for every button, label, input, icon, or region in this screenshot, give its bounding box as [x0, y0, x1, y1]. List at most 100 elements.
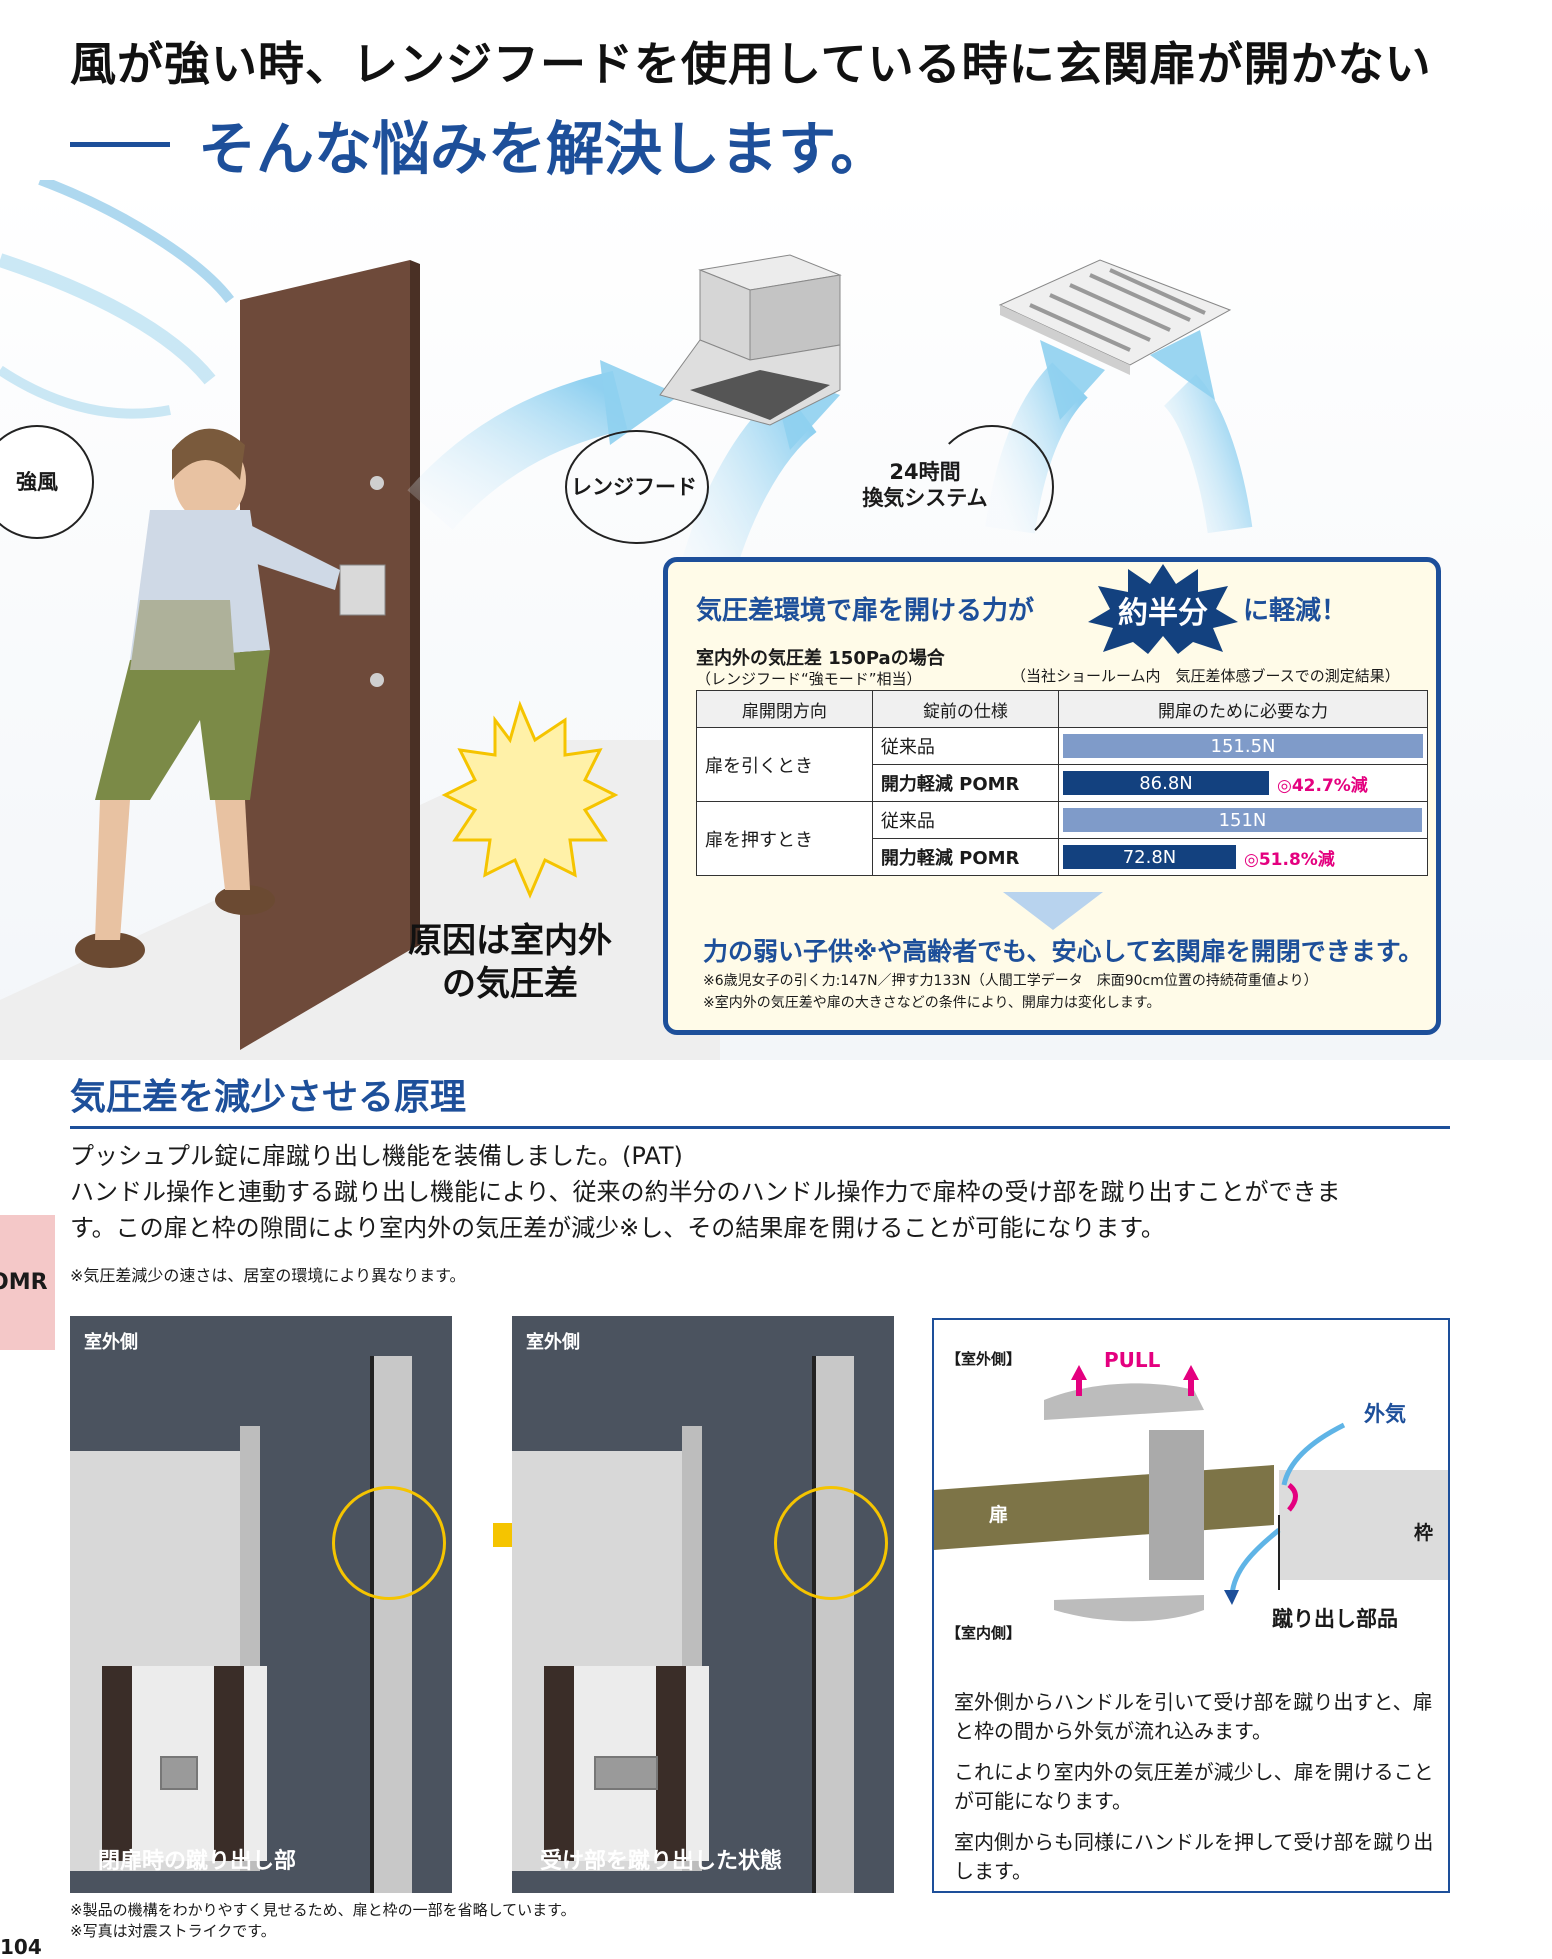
door	[240, 260, 410, 1050]
subheadline: そんな悩みを解決します。	[70, 102, 888, 186]
photo-caption: 受け部を蹴り出した状態	[540, 1849, 783, 1874]
force-bar: 151.5N	[1063, 734, 1423, 758]
kick-part-label: 蹴り出し部品	[1272, 1607, 1398, 1631]
rangehood-bubble: レンジフード	[565, 430, 709, 544]
cause-label: 原因は室内外 の気圧差	[408, 921, 612, 1004]
detail-inset	[102, 1666, 267, 1861]
vent-illustration	[998, 259, 1232, 375]
force-table: 扉開閉方向 錠前の仕様 開扉のために必要な力 扉を引くとき 従来品 151.5N…	[696, 690, 1428, 876]
side-index-tab: OMR	[0, 1215, 55, 1350]
lock-body	[1149, 1430, 1204, 1580]
airflow-icon	[1281, 1422, 1346, 1486]
photo-label: 室外側	[526, 1332, 580, 1353]
photo-label: 室外側	[84, 1332, 138, 1353]
info-note: ※室内外の気圧差や扉の大きさなどの条件により、開扉力は変化します。	[703, 995, 1161, 1011]
door-label: 扉	[989, 1504, 1009, 1526]
down-chevron-icon	[1003, 892, 1103, 930]
force-bar: 72.8N	[1063, 845, 1236, 869]
description-line: 室外側からハンドルを引いて受け部を蹴り出すと、扉と枠の間から外気が流れ込みます。	[954, 1690, 1433, 1743]
photo-kicked: 室外側 受け部を蹴り出した状態	[512, 1316, 894, 1893]
force-cell: 86.8N ◎42.7%減	[1058, 764, 1428, 802]
condition-note: （当社ショールーム内 気圧差体感ブースでの測定結果）	[1011, 667, 1400, 685]
spec-cell: 従来品	[871, 727, 1060, 765]
frame-block	[1279, 1470, 1448, 1580]
mechanism-diagram: 【室外側】 【室内側】 PULL 外気 扉 枠 蹴り出し部品 室外側からハンドル…	[932, 1318, 1450, 1893]
side-tab-label: OMR	[0, 1270, 48, 1295]
table-row: 扉を引くとき 従来品 151.5N	[696, 727, 1428, 802]
force-cell: 72.8N ◎51.8%減	[1058, 838, 1428, 876]
rangehood-illustration	[659, 254, 842, 426]
spec-cell: 従来品	[871, 801, 1060, 839]
outside-air-label: 外気	[1364, 1402, 1406, 1426]
frame-strip	[370, 1356, 412, 1893]
reduction-label: ◎42.7%減	[1277, 775, 1368, 796]
section-body: プッシュプル錠に扉蹴り出し機能を装備しました。(PAT) ハンドル操作と連動する…	[70, 1138, 1460, 1246]
condition-title: 室内外の気圧差 150Paの場合	[696, 648, 945, 669]
inner-handle	[1054, 1595, 1204, 1622]
subheadline-text: そんな悩みを解決します。	[198, 115, 889, 183]
vent-bubble: 24時間換気システム	[850, 425, 1000, 545]
door-handle	[339, 564, 386, 616]
door-cylinder	[370, 476, 384, 490]
condition-subtitle: （レンジフード“強モード”相当）	[696, 670, 922, 688]
wind-swirl	[38, 175, 234, 304]
table-header: 錠前の仕様	[871, 690, 1060, 728]
kick-part	[594, 1756, 658, 1790]
vent-bubble-arc	[930, 425, 1054, 549]
vent-label: 24時間換気システム	[862, 459, 988, 510]
description-line: これにより室内外の気圧差が減少し、扉を開けることが可能になります。	[954, 1760, 1434, 1813]
frame-strip	[812, 1356, 854, 1893]
frame-label: 枠	[1414, 1522, 1434, 1544]
section-divider	[70, 1126, 1450, 1129]
half-badge-burst	[1088, 564, 1238, 654]
table-header: 扉開閉方向	[696, 690, 873, 728]
force-bar: 86.8N	[1063, 771, 1269, 795]
info-heading-end: に軽減！	[1243, 596, 1348, 626]
conclusion-text: 力の弱い子供※や高齢者でも、安心して玄関扉を開閉できます。	[703, 937, 1424, 966]
page-number: 104	[0, 1935, 42, 1959]
force-cell: 151N	[1058, 801, 1428, 839]
photo-caption: 閉扉時の蹴り出し部	[98, 1849, 297, 1874]
body-line: ハンドル操作と連動する蹴り出し機能により、従来の約半分のハンドル操作力で扉枠の受…	[70, 1178, 1341, 1206]
photo-closed: 室外側 閉扉時の蹴り出し部	[70, 1316, 452, 1893]
spec-cell: 開力軽減 POMR	[871, 764, 1060, 802]
section-note: ※気圧差減少の速さは、居室の環境により異なります。	[70, 1266, 466, 1285]
description-line: 室内側からも同様にハンドルを押して受け部を蹴り出します。	[954, 1830, 1434, 1883]
detail-inset	[544, 1666, 709, 1861]
cause-starburst	[441, 700, 619, 899]
table-header-row: 扉開閉方向 錠前の仕様 開扉のために必要な力	[696, 690, 1428, 728]
body-line: す。この扉と枠の隙間により室内外の気圧差が減少※し、その結果扉を開けることが可能…	[70, 1214, 1165, 1242]
direction-cell: 扉を引くとき	[696, 727, 873, 802]
force-bar: 151N	[1063, 808, 1422, 832]
reduction-label: ◎51.8%減	[1244, 849, 1335, 870]
highlight-circle	[332, 1486, 446, 1600]
wind-bubble: 強風	[0, 425, 94, 539]
footnote: ※写真は対震ストライクです。	[70, 1922, 276, 1940]
inside-label: 【室内側】	[946, 1624, 1022, 1642]
outer-handle	[1044, 1383, 1204, 1420]
table-row: 扉を押すとき 従来品 151N	[696, 801, 1428, 876]
headline: 風が強い時、レンジフードを使用している時に玄関扉が開かない	[70, 37, 1432, 91]
airflow-arrow	[407, 370, 628, 531]
table-row: 開力軽減 POMR 72.8N ◎51.8%減	[697, 838, 1428, 876]
spec-cell: 開力軽減 POMR	[871, 838, 1060, 876]
half-badge-label: 約半分	[1118, 596, 1208, 631]
table-header: 開扉のために必要な力	[1058, 690, 1428, 728]
force-info-box: 気圧差環境で扉を開ける力が 約半分 に軽減！ 室内外の気圧差 150Paの場合 …	[663, 557, 1441, 1035]
mechanism-drawing	[934, 1365, 1448, 1622]
kick-part-icon	[1287, 1483, 1298, 1512]
pull-arrow-icon	[1071, 1365, 1087, 1380]
pull-arrow-icon	[1183, 1365, 1199, 1380]
body-line: プッシュプル錠に扉蹴り出し機能を装備しました。(PAT)	[70, 1142, 683, 1170]
info-note: ※6歳児女子の引く力:147N／押す力133N（人間工学データ 床面90cm位置…	[703, 973, 1318, 989]
dash-rule	[70, 141, 170, 147]
door-slab	[934, 1465, 1274, 1550]
outside-label: 【室外側】	[946, 1350, 1022, 1368]
force-cell: 151.5N	[1058, 727, 1428, 765]
direction-cell: 扉を押すとき	[696, 801, 873, 876]
section-title: 気圧差を減少させる原理	[70, 1077, 467, 1118]
highlight-circle	[774, 1486, 888, 1600]
pull-label: PULL	[1104, 1348, 1161, 1372]
person-figure	[75, 428, 340, 968]
footnote: ※製品の機構をわかりやすく見せるため、扉と枠の一部を省略しています。	[70, 1901, 576, 1919]
